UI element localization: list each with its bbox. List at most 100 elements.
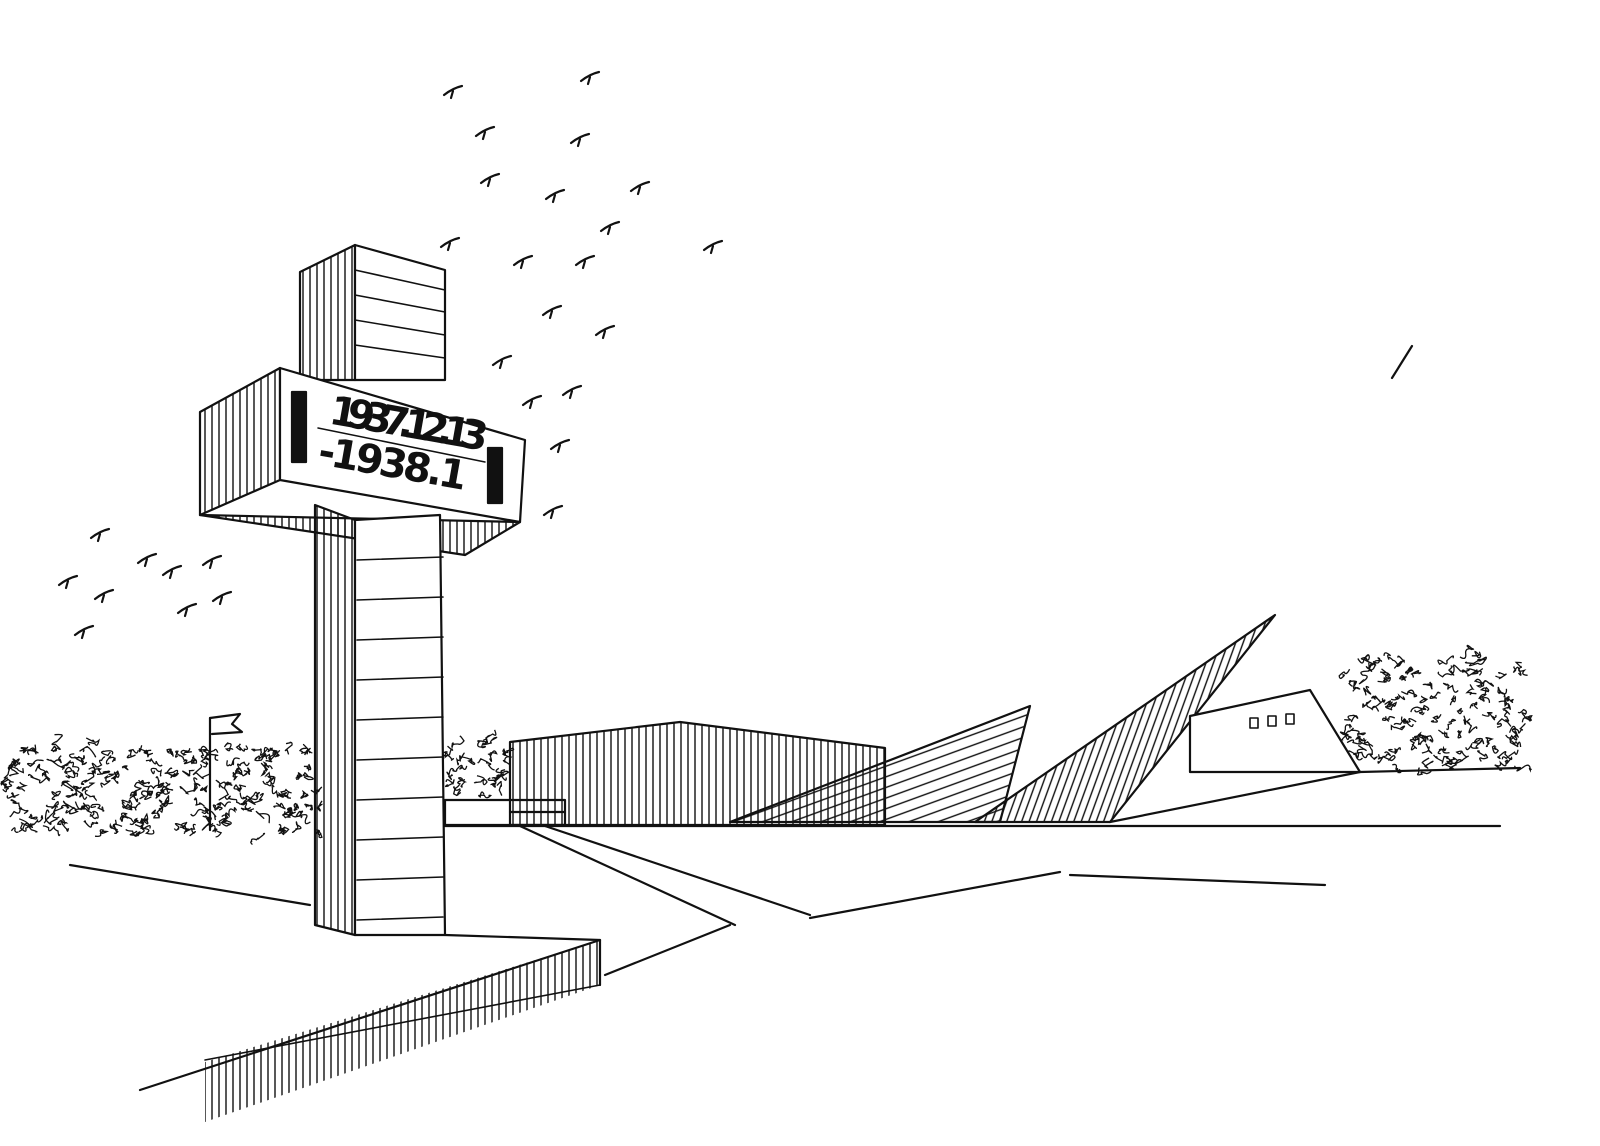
- tree-scribble: [190, 808, 209, 817]
- tree-scribble: [223, 742, 234, 752]
- tree-scribble: [1438, 729, 1450, 739]
- tree-scribble: [212, 828, 223, 838]
- tree-scribble: [269, 747, 281, 757]
- tree-scribble: [1465, 741, 1481, 751]
- flag: [208, 712, 244, 832]
- tree-scribble: [182, 769, 195, 777]
- tree-scribble: [65, 770, 79, 779]
- tree-scribble: [451, 735, 465, 750]
- tree-scribble: [302, 772, 314, 781]
- tree-scribble: [1362, 685, 1372, 696]
- tree-scribble: [1455, 750, 1470, 761]
- tree-scribble: [105, 755, 116, 765]
- tree-scribble: [1339, 731, 1352, 741]
- tree-scribble: [19, 822, 34, 832]
- tree-scribble: [1491, 745, 1499, 754]
- tree-scribble: [79, 745, 97, 758]
- bird: [542, 504, 564, 520]
- tree-scribble: [1348, 744, 1367, 759]
- tree-scribble: [457, 777, 468, 788]
- tree-scribble: [1509, 740, 1522, 748]
- tree-scribble: [1437, 670, 1455, 678]
- tree-scribble: [226, 757, 240, 767]
- tree-scribble: [100, 774, 114, 788]
- memorial-tower: [198, 243, 527, 937]
- tree-scribble: [84, 789, 98, 802]
- bird: [579, 70, 601, 86]
- tree-scribble: [1498, 691, 1510, 703]
- tree-scribble: [294, 772, 304, 781]
- bird: [474, 125, 496, 141]
- tree-scribble: [1421, 757, 1434, 769]
- tree-scribble: [151, 809, 160, 819]
- tree-scribble: [68, 753, 85, 760]
- tree-scribble: [108, 770, 119, 780]
- tree-scribble: [0, 776, 12, 786]
- tree-scribble: [130, 801, 141, 811]
- bird: [491, 354, 513, 370]
- tree-scribble: [158, 799, 169, 809]
- tree-scribble: [1503, 709, 1511, 722]
- tree-scribble: [162, 795, 174, 807]
- tree-scribble: [3, 767, 20, 779]
- tree-scribble: [146, 782, 170, 793]
- tree-scribble: [140, 812, 149, 824]
- tree-scribble: [1459, 644, 1475, 660]
- bird: [561, 384, 583, 400]
- tree-scribble: [1477, 750, 1489, 762]
- tree-scribble: [1419, 695, 1429, 704]
- tree-scribble: [121, 815, 139, 824]
- tree-scribble: [190, 756, 198, 765]
- tree-scribble: [121, 799, 133, 808]
- tree-scribble: [298, 747, 311, 756]
- tree-scribble: [482, 736, 498, 746]
- tree-scribble: [83, 820, 99, 828]
- tree-scribble: [28, 813, 38, 820]
- tree-scribble: [2, 781, 14, 793]
- bird: [89, 527, 111, 543]
- tree-scribble: [260, 764, 273, 777]
- tree-scribble: [271, 784, 284, 798]
- tree-scribble: [138, 779, 149, 788]
- tree-scribble: [461, 756, 476, 766]
- tower-rung: [356, 716, 444, 721]
- tree-scribble: [1384, 701, 1396, 711]
- tree-scribble: [478, 791, 492, 799]
- tree-scribble: [293, 802, 300, 811]
- tree-scribble: [232, 769, 242, 781]
- tree-scribble: [68, 805, 93, 815]
- tree-scribble: [1496, 718, 1512, 728]
- tree-scribble: [173, 822, 185, 831]
- tree-scribble: [1343, 723, 1355, 735]
- tree-scribble: [260, 761, 270, 771]
- tree-scribble: [291, 821, 302, 834]
- tree-scribble: [284, 807, 293, 815]
- tree-scribble: [1390, 693, 1406, 701]
- tree-scribble: [235, 743, 249, 752]
- tree-scribble: [80, 772, 95, 785]
- tower-rung: [356, 916, 444, 921]
- tree-scribble: [1474, 680, 1487, 688]
- tree-scribble: [8, 760, 17, 770]
- tree-scribble: [1514, 661, 1528, 676]
- tree-scribble: [43, 812, 60, 824]
- tree-scribble: [56, 817, 66, 826]
- tree-scribble: [236, 761, 250, 776]
- tree-scribble: [1505, 730, 1519, 741]
- tree-scribble: [1498, 697, 1514, 708]
- tree-scribble: [1495, 671, 1507, 680]
- tree-scribble: [52, 800, 69, 813]
- tree-scribble: [216, 801, 232, 808]
- tree-scribble: [20, 746, 29, 754]
- tree-scribble: [1433, 754, 1449, 764]
- tree-scribble: [65, 789, 78, 798]
- tree-scribble: [27, 773, 50, 784]
- bird: [93, 588, 115, 604]
- tree-scribble: [477, 734, 491, 749]
- tree-scribble: [1442, 682, 1459, 693]
- tree-scribble: [250, 832, 266, 846]
- tree-scribble: [89, 810, 99, 820]
- tree-scribble: [167, 772, 178, 779]
- tree-scribble: [1445, 718, 1457, 731]
